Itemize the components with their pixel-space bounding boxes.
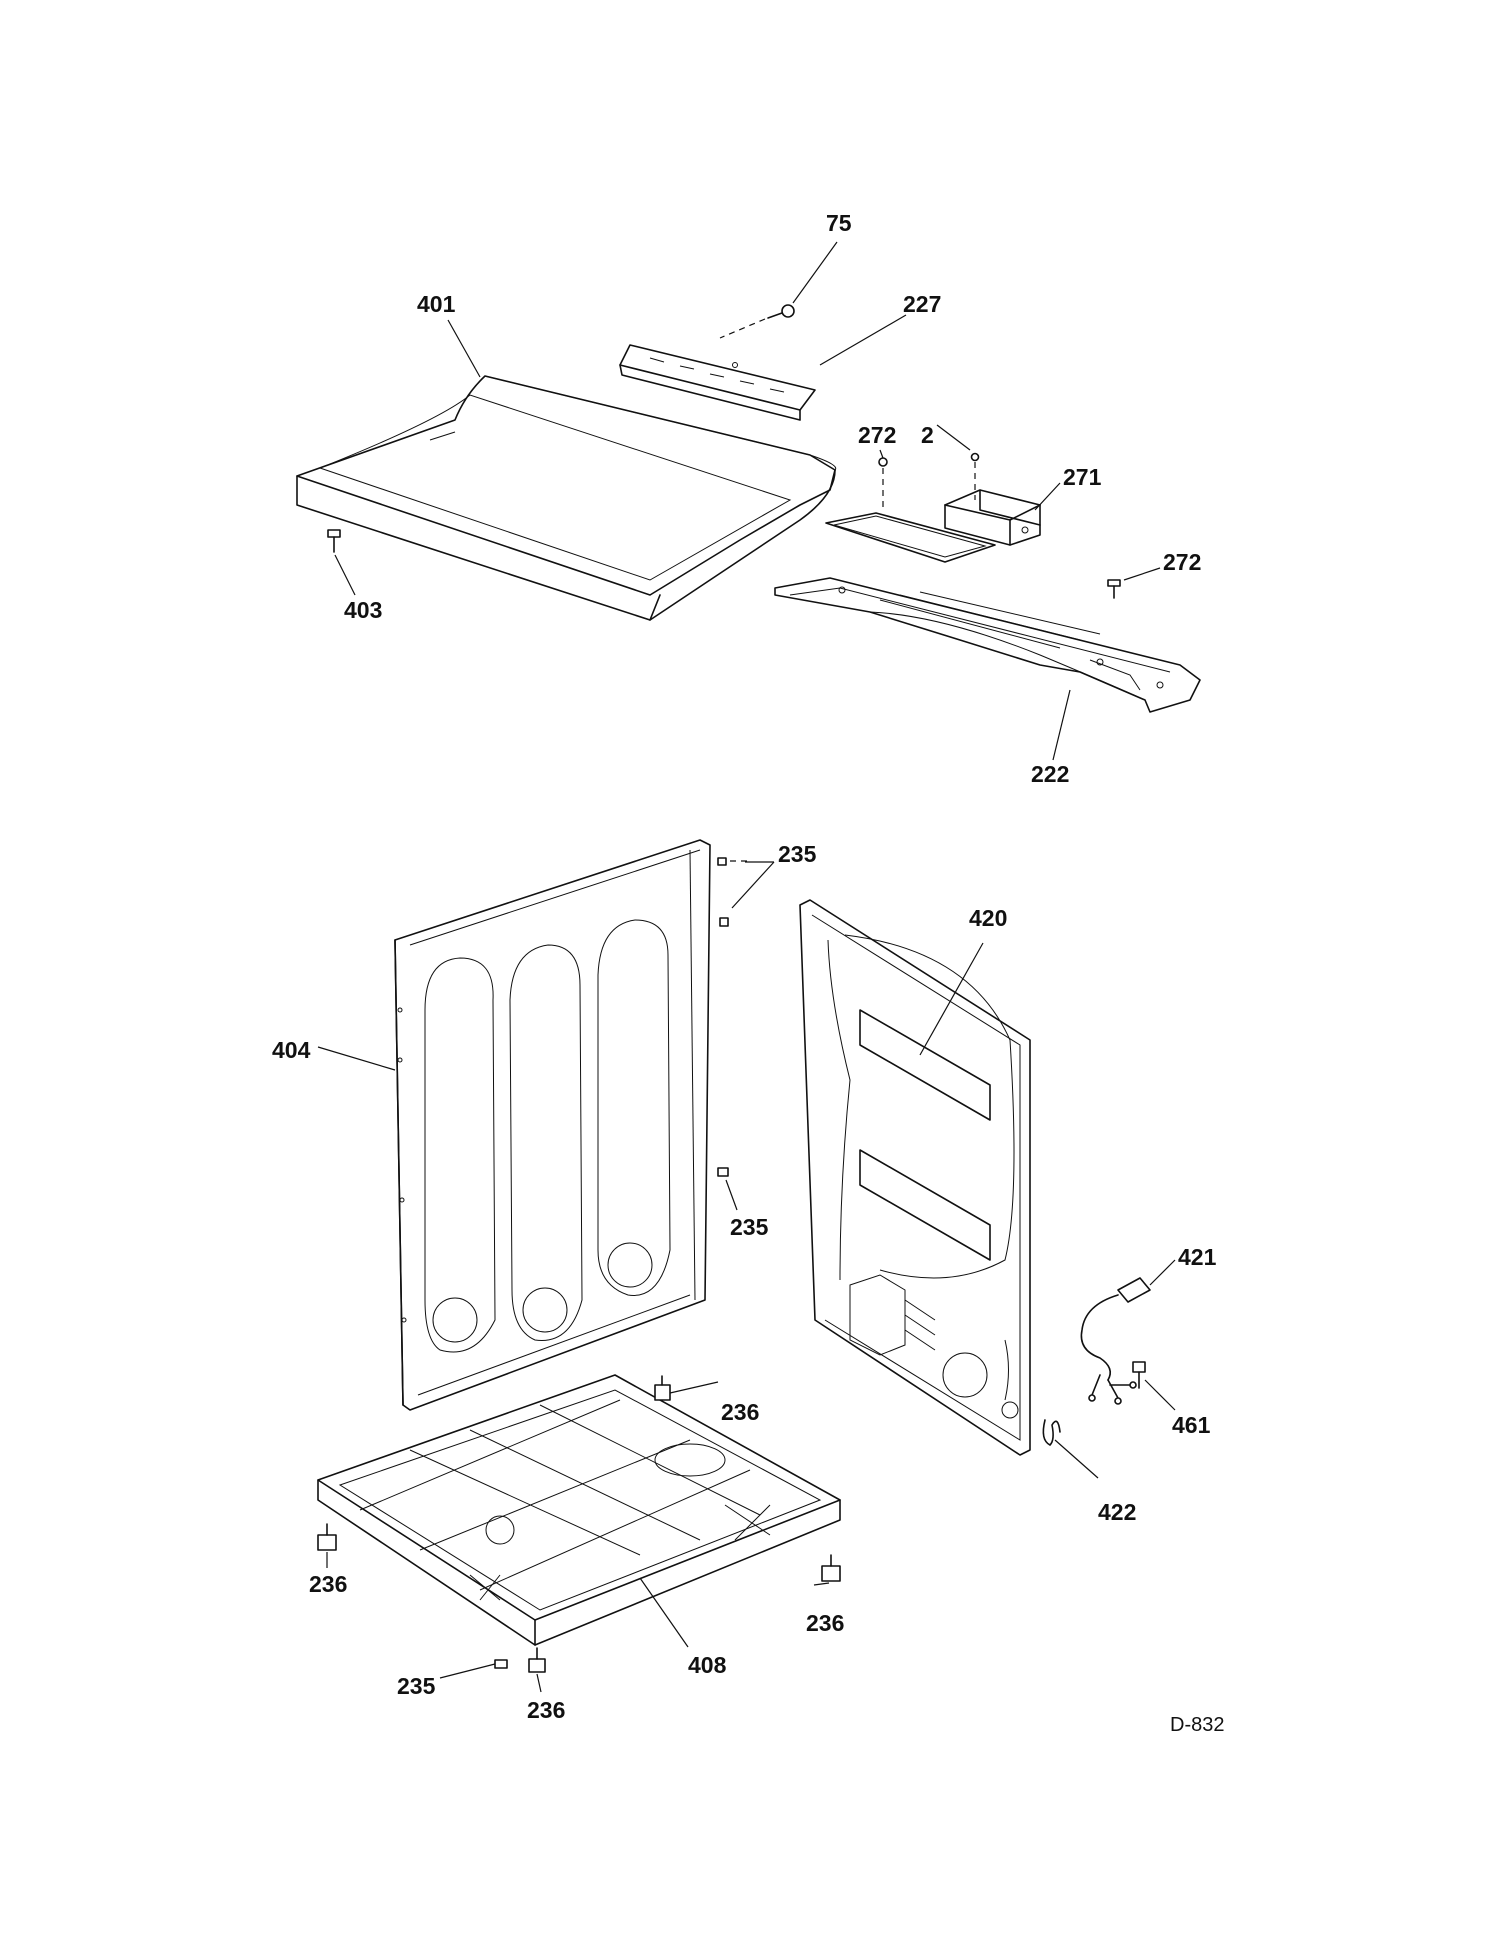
bracket-227 bbox=[619, 344, 816, 421]
callout-236-right: 236 bbox=[806, 1610, 844, 1636]
callout-272-top: 272 bbox=[858, 422, 896, 448]
callout-403: 403 bbox=[344, 597, 382, 623]
callout-236-center: 236 bbox=[721, 1399, 759, 1425]
screw-235-bottom bbox=[494, 1659, 508, 1669]
callout-236-left: 236 bbox=[309, 1571, 347, 1597]
screw-75 bbox=[719, 304, 795, 339]
screw-403 bbox=[327, 529, 341, 553]
foot-236-bottom bbox=[528, 1647, 546, 1673]
drawing-code: D-832 bbox=[1170, 1714, 1224, 1736]
callout-401: 401 bbox=[417, 291, 456, 317]
callout-404: 404 bbox=[272, 1037, 311, 1063]
screw-235-top bbox=[717, 857, 748, 866]
foot-236-left bbox=[317, 1523, 337, 1551]
screw-235-mid bbox=[719, 917, 729, 927]
callout-422: 422 bbox=[1098, 1499, 1136, 1525]
callout-272-right: 272 bbox=[1163, 549, 1201, 575]
callout-labels: 75 227 401 403 272 2 271 272 222 235 420… bbox=[272, 210, 1224, 1736]
screw-235-lower bbox=[717, 1167, 729, 1177]
callout-227: 227 bbox=[903, 291, 941, 317]
callout-235-bottom: 235 bbox=[397, 1673, 436, 1699]
callout-222: 222 bbox=[1031, 761, 1069, 787]
callout-420: 420 bbox=[969, 905, 1007, 931]
callout-75: 75 bbox=[826, 210, 852, 236]
side-panel-404 bbox=[394, 839, 711, 1411]
foot-236-center bbox=[654, 1375, 671, 1401]
leader-lines bbox=[317, 241, 1176, 1693]
clip-422 bbox=[1042, 1419, 1061, 1446]
strain-relief-461 bbox=[1132, 1361, 1146, 1389]
callout-408: 408 bbox=[688, 1652, 727, 1678]
callout-236-bottom: 236 bbox=[527, 1697, 565, 1723]
top-panel-401 bbox=[296, 375, 837, 621]
base-pan-408 bbox=[317, 1374, 841, 1646]
rear-panel-420 bbox=[799, 899, 1031, 1456]
cover-plate bbox=[825, 457, 996, 563]
callout-2: 2 bbox=[921, 422, 934, 448]
callout-271: 271 bbox=[1063, 464, 1102, 490]
callout-235-top: 235 bbox=[778, 841, 817, 867]
power-cord-421 bbox=[1080, 1277, 1151, 1405]
screw-272-right bbox=[1107, 579, 1121, 599]
callout-461: 461 bbox=[1172, 1412, 1211, 1438]
main-top-bracket-222 bbox=[774, 577, 1201, 713]
callout-235-mid: 235 bbox=[730, 1214, 769, 1240]
bracket-271 bbox=[944, 452, 1041, 546]
foot-236-right bbox=[821, 1554, 841, 1582]
callout-421: 421 bbox=[1178, 1244, 1217, 1270]
